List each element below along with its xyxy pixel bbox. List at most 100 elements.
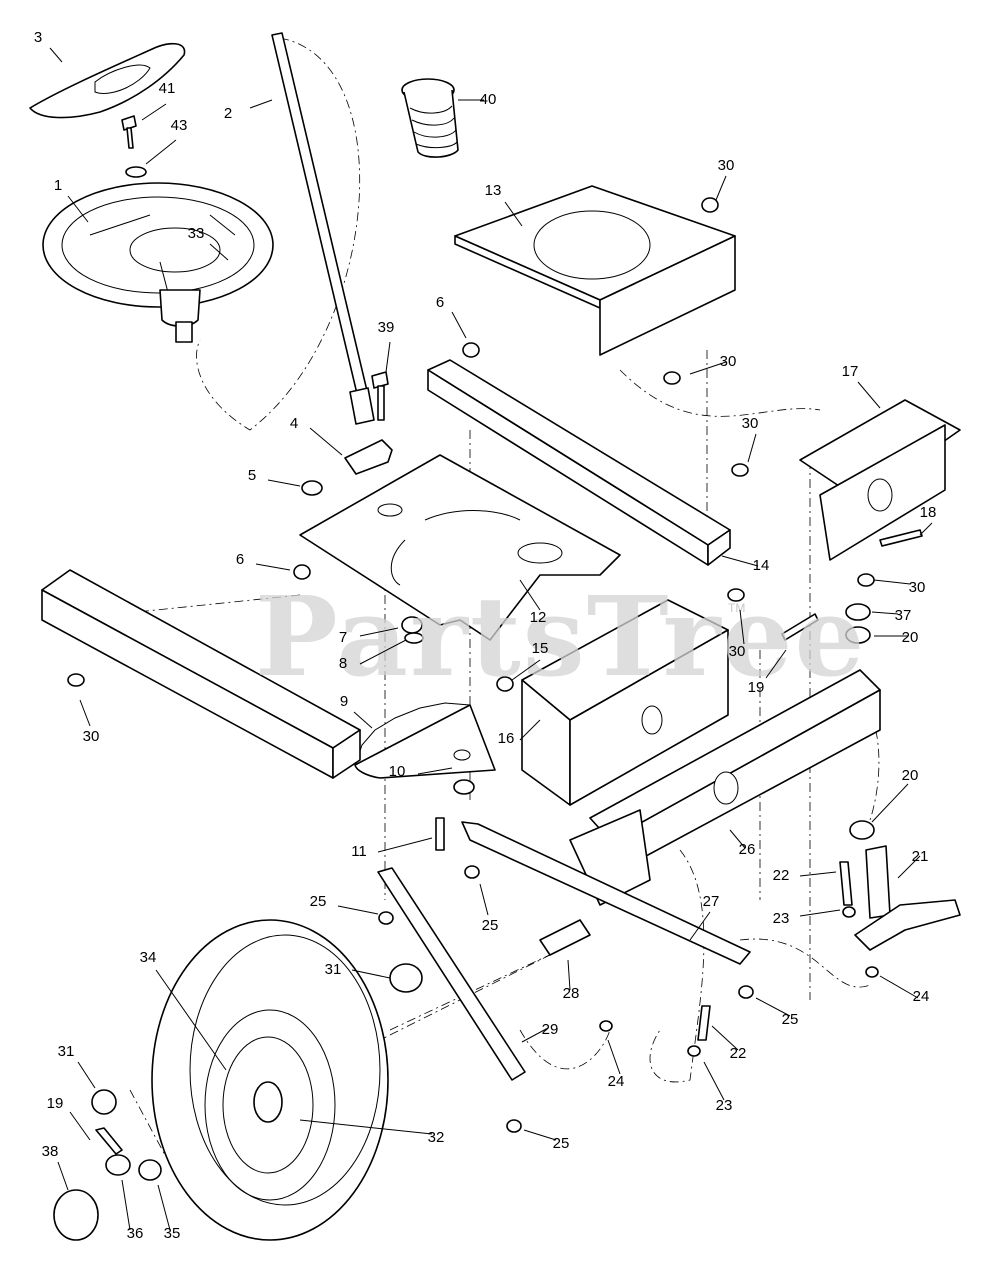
callout-number: 24 — [913, 988, 930, 1005]
callout-number: 30 — [742, 415, 759, 432]
watermark-trademark: TM — [728, 601, 745, 615]
callout-number: 38 — [42, 1143, 59, 1160]
callout-number: 10 — [389, 763, 406, 780]
callout-leader — [755, 997, 791, 1017]
callout-leader — [747, 433, 757, 463]
callout-leader — [703, 1061, 725, 1101]
callout-leader — [715, 175, 727, 201]
callout-leader — [57, 1161, 69, 1191]
callout-leader — [721, 555, 759, 567]
callout-leader — [309, 427, 343, 456]
callout-leader — [121, 1179, 131, 1231]
callout-number: 24 — [608, 1073, 625, 1090]
drag-link — [377, 867, 526, 1081]
callout-number: 20 — [902, 767, 919, 784]
callout-leader — [209, 243, 229, 261]
callout-leader — [267, 479, 301, 487]
callout-leader — [879, 975, 919, 999]
callout-number: 8 — [339, 655, 347, 672]
callout-number: 6 — [236, 551, 244, 568]
callout-labels: 1234566789101112131415161718191920202122… — [34, 29, 937, 1242]
callout-leader — [359, 639, 407, 665]
bolt-39 — [371, 371, 389, 421]
callout-number: 30 — [909, 579, 926, 596]
callout-number: 14 — [753, 557, 770, 574]
bolt-41 — [121, 115, 137, 149]
callout-leader — [77, 1061, 96, 1089]
callout-leader — [523, 1129, 557, 1141]
callout-leader — [353, 711, 373, 729]
callout-number: 30 — [718, 157, 735, 174]
callout-leader — [919, 522, 933, 536]
callout-number: 23 — [773, 910, 790, 927]
steering-shaft — [271, 32, 375, 425]
callout-number: 3 — [34, 29, 42, 46]
callout-leader — [145, 139, 177, 165]
lower-bracket — [521, 599, 729, 806]
callout-number: 4 — [290, 415, 298, 432]
callout-leader — [504, 201, 523, 227]
callout-number: 12 — [530, 609, 547, 626]
callout-leader — [519, 579, 541, 611]
callout-number: 7 — [339, 629, 347, 646]
callout-number: 32 — [428, 1129, 445, 1146]
watermark-text: PartsTree — [255, 572, 867, 701]
callout-number: 35 — [164, 1225, 181, 1242]
clamp-4 — [344, 439, 393, 475]
callout-leader — [249, 99, 273, 109]
steering-plate — [299, 454, 621, 641]
nut-5 — [301, 480, 323, 496]
callout-leader — [255, 563, 291, 571]
callout-leader — [79, 699, 91, 727]
hardware-small — [53, 197, 879, 1241]
callout-number: 43 — [171, 117, 188, 134]
callout-number: 9 — [340, 693, 348, 710]
callout-leader — [519, 719, 541, 741]
spindle-right — [854, 845, 961, 951]
callout-number: 25 — [482, 917, 499, 934]
callout-number: 26 — [739, 841, 756, 858]
callout-leader — [377, 837, 433, 853]
callout-leader — [417, 767, 453, 775]
callout-leader — [157, 1184, 171, 1231]
callout-leader — [67, 195, 89, 223]
callout-number: 11 — [351, 843, 367, 860]
callout-number: 31 — [58, 1043, 75, 1060]
callout-leader — [351, 969, 391, 979]
callout-leader — [511, 659, 541, 681]
sector-gear — [354, 702, 496, 779]
watermark: PartsTree TM — [255, 572, 867, 701]
callout-number: 13 — [485, 182, 502, 199]
callout-number: 30 — [720, 353, 737, 370]
callout-number: 28 — [563, 985, 580, 1002]
callout-number: 20 — [902, 629, 919, 646]
callout-leader — [729, 829, 746, 849]
callout-leader — [799, 909, 841, 917]
callout-leader — [871, 611, 899, 615]
steering-wheel — [42, 182, 274, 343]
callout-leader — [69, 1111, 91, 1141]
callout-number: 19 — [47, 1095, 64, 1112]
callout-number: 33 — [188, 225, 205, 242]
callout-leader — [155, 969, 227, 1071]
bolt-18 — [879, 529, 923, 547]
callout-leader — [711, 1025, 739, 1051]
frame-rail-left — [41, 569, 361, 779]
callout-number: 41 — [159, 80, 176, 97]
callout-leader — [857, 381, 881, 409]
callout-number: 5 — [248, 467, 256, 484]
callout-number: 16 — [498, 730, 515, 747]
callout-number: 34 — [140, 949, 157, 966]
side-bracket — [799, 399, 961, 561]
front-wheel — [151, 919, 389, 1241]
callout-leader — [299, 1119, 433, 1135]
callout-number: 18 — [920, 504, 937, 521]
callout-number: 30 — [83, 728, 100, 745]
callout-number: 22 — [773, 867, 790, 884]
callout-number: 36 — [127, 1225, 144, 1242]
callout-leader — [799, 871, 837, 877]
callout-leader — [451, 311, 467, 339]
callout-leader — [873, 579, 911, 585]
tie-rod — [461, 821, 751, 965]
callout-leader — [385, 341, 391, 373]
